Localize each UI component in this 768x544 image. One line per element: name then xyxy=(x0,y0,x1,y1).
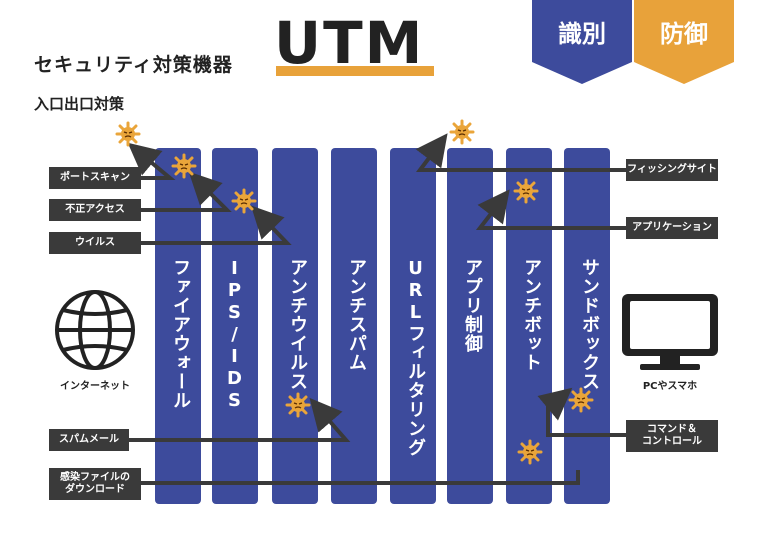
badge-identify-label: 識別 xyxy=(558,20,606,48)
flow-application xyxy=(475,189,626,230)
column-app-control: アプリ制御 xyxy=(447,148,493,504)
flow-download xyxy=(140,470,580,485)
badge-defend-label: 防御 xyxy=(660,20,708,48)
badge-identify: 識別 xyxy=(532,0,632,84)
column-antispam: アンチスパム xyxy=(331,148,377,504)
flow-virus xyxy=(140,205,292,245)
virus-icon xyxy=(568,387,594,413)
column-firewall-label: ファイアウォール xyxy=(170,258,191,410)
virus-icon xyxy=(171,153,197,179)
monitor-icon xyxy=(622,294,718,370)
threat-portscan: ポートスキャン xyxy=(49,167,141,189)
virus-icon xyxy=(231,188,257,214)
flow-command-control xyxy=(546,405,626,437)
flow-portscan xyxy=(127,142,176,180)
column-antivirus-label: アンチウイルス xyxy=(287,258,308,391)
flow-command-control-arrow xyxy=(537,387,573,421)
flow-unauthorized xyxy=(140,171,232,212)
pc-label: PCやスマホ xyxy=(642,381,698,392)
column-app-control-label: アプリ制御 xyxy=(462,258,483,353)
threat-command-control: コマンド＆ コントロール xyxy=(626,420,718,452)
virus-icon xyxy=(513,178,539,204)
virus-icon xyxy=(285,392,311,418)
column-antibot-label: アンチボット xyxy=(521,258,542,372)
page-title: セキュリティ対策機器 xyxy=(34,54,233,76)
virus-icon xyxy=(115,121,141,147)
flow-phishing xyxy=(415,133,626,172)
threat-application: アプリケーション xyxy=(626,217,718,239)
globe-icon xyxy=(55,290,135,370)
column-ips-ids-label: IPS/IDS xyxy=(224,258,245,412)
column-url-filtering-label: URLフィルタリング xyxy=(405,258,426,457)
column-sandbox: サンドボックス xyxy=(564,148,610,504)
flow-spam xyxy=(128,397,351,442)
column-firewall: ファイアウォール xyxy=(155,148,201,504)
column-antispam-label: アンチスパム xyxy=(346,258,367,372)
badge-defend: 防御 xyxy=(634,0,734,84)
internet-label: インターネット xyxy=(60,381,130,392)
product-title: UTM xyxy=(274,9,425,77)
column-url-filtering: URLフィルタリング xyxy=(390,148,436,504)
column-sandbox-label: サンドボックス xyxy=(579,258,600,391)
page-subtitle: 入口出口対策 xyxy=(34,95,125,113)
threat-unauthorized-access: 不正アクセス xyxy=(49,199,141,221)
title-underline xyxy=(276,66,434,76)
virus-icon xyxy=(449,119,475,145)
threat-infected-download: 感染ファイルの ダウンロード xyxy=(49,468,141,500)
threat-phishing: フィッシングサイト xyxy=(626,159,718,181)
threat-spam: スパムメール xyxy=(49,429,129,451)
threat-virus: ウイルス xyxy=(49,232,141,254)
virus-icon xyxy=(517,439,543,465)
